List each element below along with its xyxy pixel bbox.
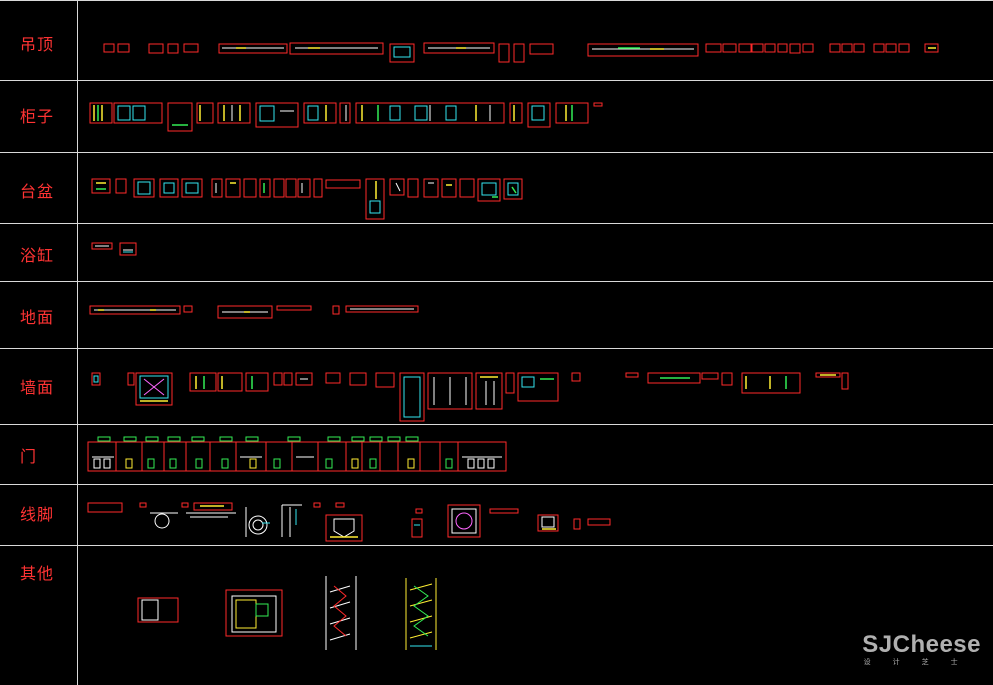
watermark-brand: SJCheese	[862, 631, 981, 658]
watermark-logo: SJCheese 设计芝士	[862, 631, 981, 667]
row-basin: 台盆	[0, 152, 993, 223]
drawing-thumbnails-basin[interactable]	[0, 153, 993, 223]
category-cell-bathtub: 浴缸	[0, 224, 78, 281]
row-bathtub: 浴缸	[0, 223, 993, 281]
category-label-skirting: 线脚	[20, 505, 55, 524]
row-other: 其他	[0, 545, 993, 685]
category-cell-floor: 地面	[0, 282, 78, 348]
watermark-subtitle: 设计芝士	[863, 658, 980, 666]
drawing-thumbnails-floor[interactable]	[0, 282, 993, 348]
drawing-thumbnails-cabinet[interactable]	[0, 81, 993, 152]
row-skirting: 线脚	[0, 484, 993, 545]
category-cell-wall: 墙面	[0, 349, 78, 424]
category-cell-ceiling: 吊顶	[0, 1, 78, 80]
drawing-thumbnails-bathtub[interactable]	[0, 224, 993, 281]
row-floor: 地面	[0, 281, 993, 348]
row-cabinet: 柜子	[0, 80, 993, 152]
category-cell-basin: 台盆	[0, 153, 78, 223]
drawing-thumbnails-door[interactable]	[0, 425, 993, 484]
category-label-ceiling: 吊顶	[20, 35, 55, 54]
drawing-thumbnails-wall[interactable]	[0, 349, 993, 424]
drawing-thumbnails-other[interactable]	[0, 546, 993, 685]
category-label-floor: 地面	[20, 308, 55, 327]
row-door: 门	[0, 424, 993, 484]
row-wall: 墙面	[0, 348, 993, 424]
category-cell-cabinet: 柜子	[0, 81, 78, 152]
row-ceiling: 吊顶	[0, 0, 993, 80]
category-cell-door: 门	[0, 425, 78, 484]
drawing-thumbnails-skirting[interactable]	[0, 485, 993, 545]
category-cell-other: 其他	[0, 546, 78, 685]
category-label-wall: 墙面	[20, 378, 55, 397]
category-label-bathtub: 浴缸	[20, 246, 55, 265]
category-label-door: 门	[20, 447, 38, 466]
drawing-thumbnails-ceiling[interactable]	[0, 1, 993, 80]
category-label-cabinet: 柜子	[20, 107, 55, 126]
category-label-basin: 台盆	[20, 182, 55, 201]
category-label-other: 其他	[20, 564, 55, 583]
category-cell-skirting: 线脚	[0, 485, 78, 545]
